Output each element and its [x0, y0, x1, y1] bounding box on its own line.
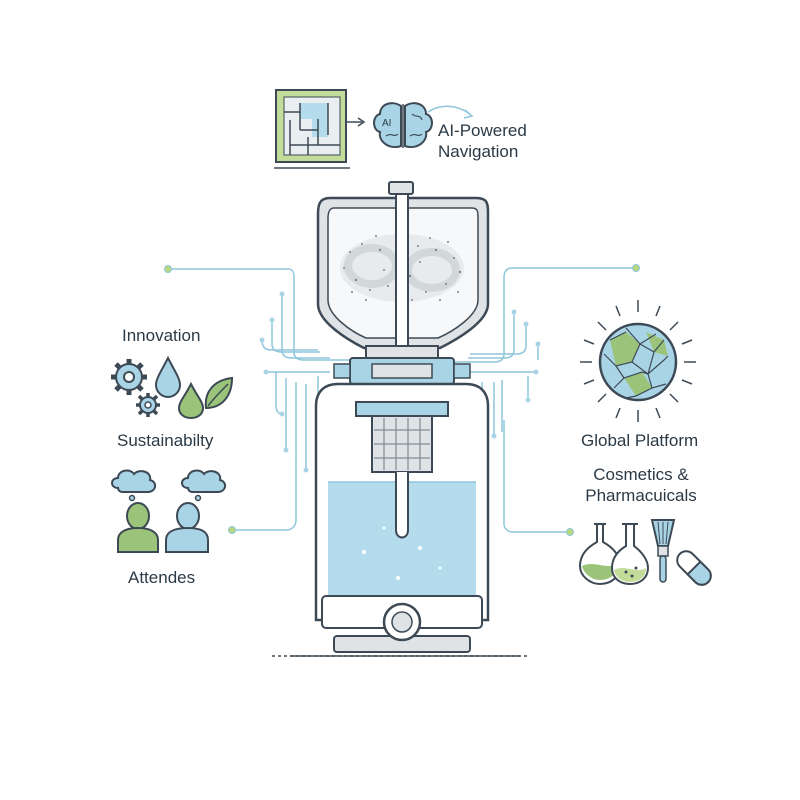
flask-icon — [578, 523, 622, 586]
brain-icon: AI — [373, 102, 474, 148]
flask-icon-2 — [610, 523, 650, 586]
water-drop-icon — [154, 355, 182, 399]
leaf-icon — [204, 376, 234, 410]
capsule-icon — [676, 550, 712, 586]
cosmetics-pharmaceuticals-label: Cosmetics & Pharmacuicals — [574, 464, 708, 506]
maze-map-icon — [274, 89, 366, 169]
thought-bubble-icon-2 — [181, 469, 226, 502]
water — [328, 482, 476, 612]
person-icon-2 — [165, 502, 209, 553]
gear-icon — [111, 359, 147, 395]
cosmetics-line1: Cosmetics & — [593, 465, 689, 484]
processing-device — [272, 181, 530, 657]
global-platform-label: Global Platform — [581, 431, 699, 450]
makeup-brush-icon — [650, 519, 676, 583]
thought-bubble-icon — [111, 469, 156, 502]
ai-navigation-label: AI-Powered Navigation — [438, 120, 527, 162]
innovation-label: Innovation — [122, 326, 201, 345]
cosmetics-line2: Pharmacuicals — [585, 486, 697, 505]
ai-navigation-line2: Navigation — [438, 142, 519, 161]
person-icon — [117, 502, 159, 553]
ai-navigation-line1: AI-Powered — [438, 121, 527, 140]
leaf-drop-icon — [177, 381, 205, 420]
globe-icon — [580, 300, 696, 422]
gear-icon-small — [136, 393, 160, 417]
brain-text: AI — [382, 118, 391, 129]
attendes-label: Attendes — [128, 568, 196, 587]
sustainability-label: Sustainabilty — [117, 431, 214, 450]
